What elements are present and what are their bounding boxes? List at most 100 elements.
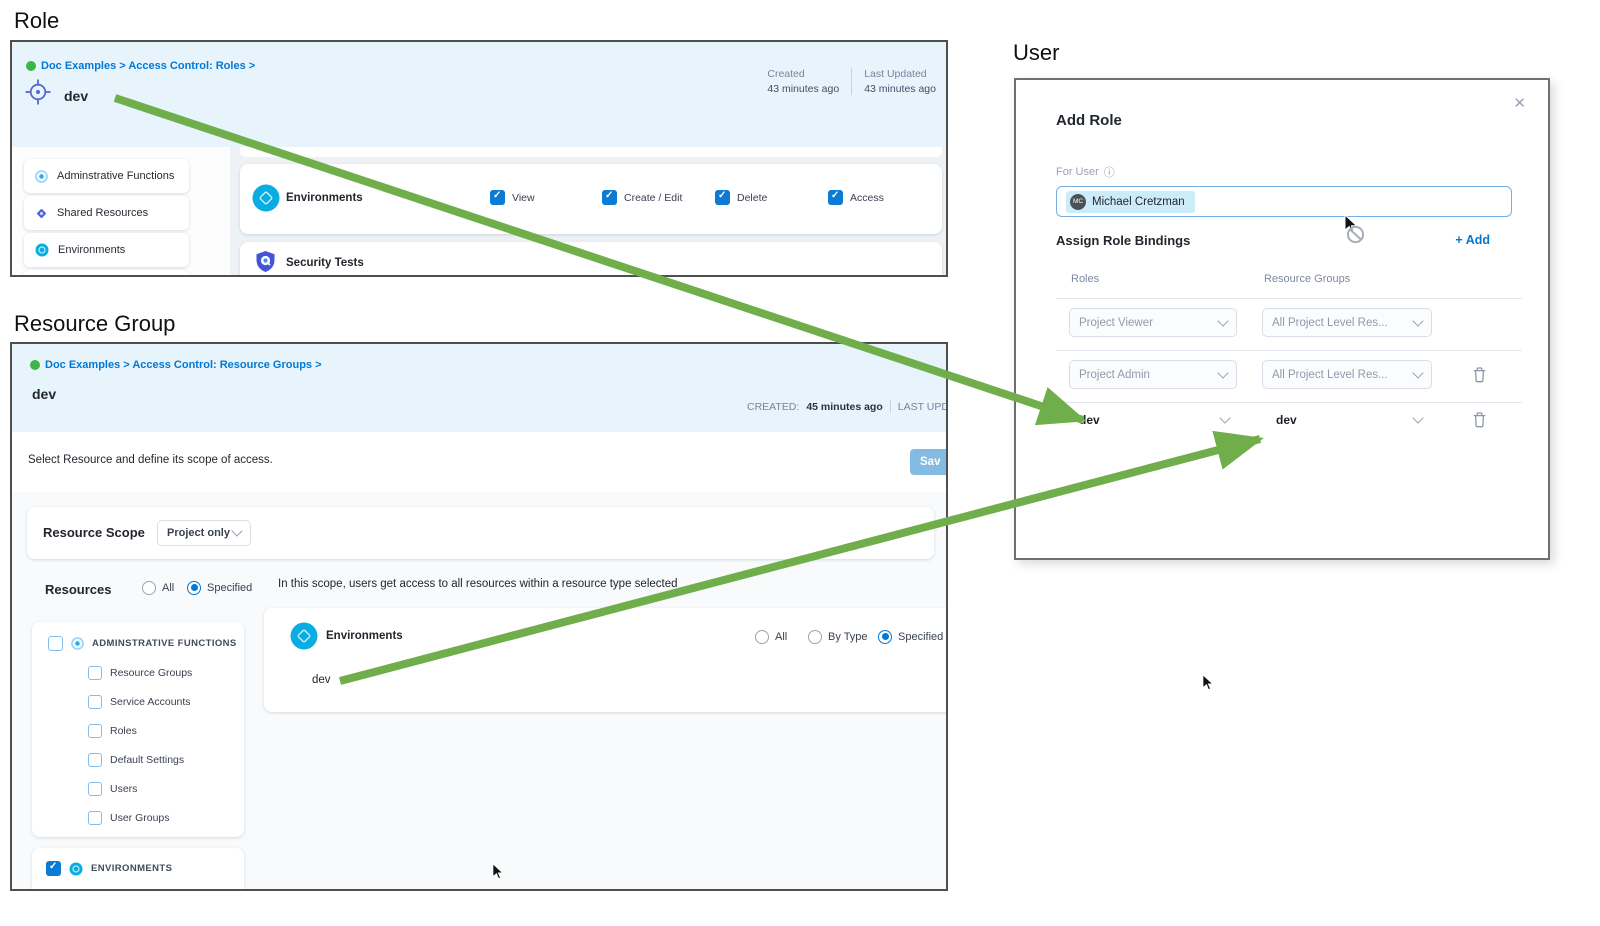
scope-radio-specified[interactable]: Specified <box>878 630 943 644</box>
checkbox-unchecked[interactable] <box>88 695 102 709</box>
for-user-label: For User <box>1056 166 1099 178</box>
section-label-user: User <box>1013 40 1060 65</box>
breadcrumb[interactable]: Doc Examples > Access Control: Roles > <box>26 60 255 72</box>
delete-binding-button[interactable] <box>1472 411 1487 428</box>
project-icon <box>26 61 36 71</box>
divider <box>1056 402 1522 403</box>
scope-radio-all[interactable]: All <box>755 630 787 644</box>
sidebar-item-label: Shared Resources <box>57 207 149 219</box>
resource-type-label: Environments <box>286 192 363 204</box>
binding-row-3: dev dev <box>1016 403 1548 447</box>
assign-role-bindings-label: Assign Role Bindings <box>1056 233 1191 248</box>
checkbox-unchecked[interactable] <box>88 782 102 796</box>
radio-unselected[interactable] <box>755 630 769 644</box>
radio-unselected[interactable] <box>808 630 822 644</box>
resources-label: Resources <box>45 582 112 597</box>
sidebar-item-partial[interactable] <box>24 270 189 275</box>
resource-type-label: Environments <box>326 630 403 642</box>
role-select[interactable]: Project Admin <box>1069 360 1237 389</box>
role-header: Doc Examples > Access Control: Roles > d… <box>12 42 946 148</box>
checkbox-unchecked[interactable] <box>88 753 102 767</box>
checkbox-checked[interactable] <box>828 190 843 205</box>
resource-group-select[interactable]: All Project Level Res... <box>1262 308 1432 337</box>
chevron-down-icon <box>1217 314 1229 327</box>
section-label-role: Role <box>14 8 60 33</box>
last-updated-value: 43 minutes ago <box>864 83 936 95</box>
meta-divider <box>889 400 891 413</box>
radio-selected[interactable] <box>878 630 892 644</box>
save-button[interactable]: Sav <box>910 449 946 475</box>
permission-access[interactable]: Access <box>828 190 884 205</box>
add-role-modal: ✕ Add Role For User ⓘ MC Michael Cretzma… <box>1014 78 1550 560</box>
tree-item-administrative-functions[interactable]: ADMINSTRATIVE FUNCTIONS <box>48 636 237 651</box>
scope-radio-by-type[interactable]: By Type <box>808 630 868 644</box>
sidebar-item-administrative-functions[interactable]: Adminstrative Functions <box>24 159 189 193</box>
permission-delete[interactable]: Delete <box>715 190 767 205</box>
role-title: dev <box>64 88 89 104</box>
sidebar-item-shared-resources[interactable]: Shared Resources <box>24 196 189 230</box>
permission-label: Access <box>850 191 884 204</box>
checkbox-checked[interactable] <box>490 190 505 205</box>
checkbox-checked[interactable] <box>46 861 61 876</box>
radio-unselected[interactable] <box>142 581 156 595</box>
tree-item-user-groups[interactable]: User Groups <box>88 811 170 825</box>
checkbox-checked[interactable] <box>602 190 617 205</box>
breadcrumb[interactable]: Doc Examples > Access Control: Resource … <box>30 359 322 371</box>
permission-create-edit[interactable]: Create / Edit <box>602 190 682 205</box>
user-select-field[interactable]: MC Michael Cretzman <box>1056 186 1512 217</box>
chevron-down-icon <box>231 525 243 537</box>
resources-radio-specified[interactable]: Specified <box>187 581 252 595</box>
sidebar-item-label: Environments <box>58 244 126 256</box>
tree-item-label: User Groups <box>110 812 170 824</box>
resource-group-select-value: All Project Level Res... <box>1272 316 1388 329</box>
resource-scope-select[interactable]: Project only <box>157 520 251 546</box>
role-select[interactable]: dev <box>1079 412 1231 427</box>
tree-item-label: ADMINSTRATIVE FUNCTIONS <box>92 638 237 649</box>
close-icon[interactable]: ✕ <box>1513 95 1526 112</box>
add-binding-button[interactable]: + Add <box>1455 233 1490 247</box>
user-chip[interactable]: MC Michael Cretzman <box>1066 190 1195 213</box>
resource-scope-value: Project only <box>167 527 230 539</box>
resource-scope-card: Resource Scope Project only <box>27 507 934 559</box>
created-value: 43 minutes ago <box>767 83 840 95</box>
tree-item-label: Roles <box>110 725 137 737</box>
column-header-roles: Roles <box>1071 273 1100 285</box>
checkbox-unchecked[interactable] <box>88 666 102 680</box>
tree-item-service-accounts[interactable]: Service Accounts <box>88 695 191 709</box>
environments-icon <box>290 622 318 655</box>
checkbox-unchecked[interactable] <box>48 636 63 651</box>
resource-group-body: Resource Scope Project only Resources Al… <box>12 492 946 889</box>
permission-label: Delete <box>737 191 768 204</box>
sidebar-item-environments[interactable]: Environments <box>24 233 189 267</box>
permission-card-security-tests: Security Tests <box>240 242 942 275</box>
tree-item-roles[interactable]: Roles <box>88 724 137 738</box>
divider <box>1056 298 1522 299</box>
delete-binding-button[interactable] <box>1472 366 1487 383</box>
checkbox-unchecked[interactable] <box>88 724 102 738</box>
tree-item-resource-groups[interactable]: Resource Groups <box>88 666 192 680</box>
info-icon[interactable]: ⓘ <box>1103 167 1115 179</box>
permission-label: View <box>512 191 535 204</box>
checkbox-checked[interactable] <box>715 190 730 205</box>
resource-group-select[interactable]: dev <box>1276 412 1424 427</box>
tree-item-users[interactable]: Users <box>88 782 137 796</box>
environments-icon <box>252 184 280 217</box>
tree-item-environments[interactable]: ENVIRONMENTS <box>46 861 172 876</box>
permission-view[interactable]: View <box>490 190 535 205</box>
tree-item-default-settings[interactable]: Default Settings <box>88 753 184 767</box>
security-tests-icon <box>255 250 276 275</box>
resource-tree-card: ADMINSTRATIVE FUNCTIONS Resource Groups … <box>32 622 244 837</box>
radio-selected[interactable] <box>187 581 201 595</box>
resource-group-select[interactable]: All Project Level Res... <box>1262 360 1432 389</box>
checkbox-unchecked[interactable] <box>88 811 102 825</box>
last-updated-label: LAST UPD <box>897 400 948 413</box>
role-target-icon <box>24 78 52 111</box>
tree-item-label: Default Settings <box>110 754 185 766</box>
role-select[interactable]: Project Viewer <box>1069 308 1237 337</box>
resources-radio-all[interactable]: All <box>142 581 174 595</box>
tree-item-label: Users <box>110 783 138 795</box>
partial-card-top <box>240 147 942 157</box>
trash-icon <box>1473 412 1486 428</box>
created-value: 45 minutes ago <box>806 400 883 413</box>
user-name: Michael Cretzman <box>1092 195 1185 208</box>
